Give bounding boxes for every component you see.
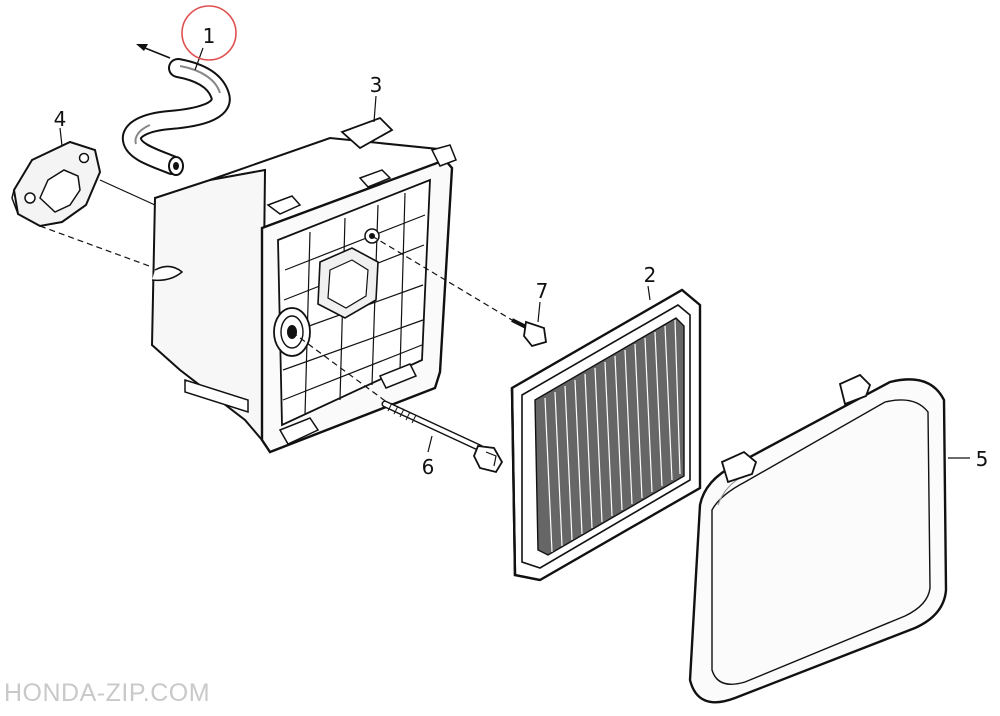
callout-1[interactable]: 1 (203, 24, 216, 48)
assembly-line-7 (371, 235, 513, 321)
air-cleaner-case[interactable] (150, 116, 457, 454)
callout-2[interactable]: 2 (644, 263, 657, 287)
air-cleaner-cover[interactable] (688, 373, 948, 704)
callout-6[interactable]: 6 (422, 455, 435, 479)
leader-line-1 (194, 47, 204, 71)
leader-line-3 (373, 95, 377, 123)
leader-line-4 (59, 127, 63, 147)
leader-line-7 (537, 301, 541, 323)
callout-7[interactable]: 7 (536, 279, 549, 303)
air-filter-element[interactable] (510, 288, 702, 582)
long-bolt[interactable] (381, 400, 504, 474)
assembly-line-4a (99, 179, 156, 206)
callout-3[interactable]: 3 (370, 73, 383, 97)
callout-4[interactable]: 4 (54, 107, 67, 131)
leader-line-2 (647, 285, 651, 301)
small-bolt[interactable] (511, 318, 548, 348)
highlight-circle (181, 5, 237, 61)
gasket[interactable] (11, 140, 102, 228)
leader-line-6 (427, 435, 433, 453)
breather-tube[interactable] (121, 44, 231, 176)
assembly-line-4b (39, 225, 161, 271)
callout-5[interactable]: 5 (976, 447, 989, 471)
watermark: HONDA-ZIP.COM (4, 679, 211, 707)
